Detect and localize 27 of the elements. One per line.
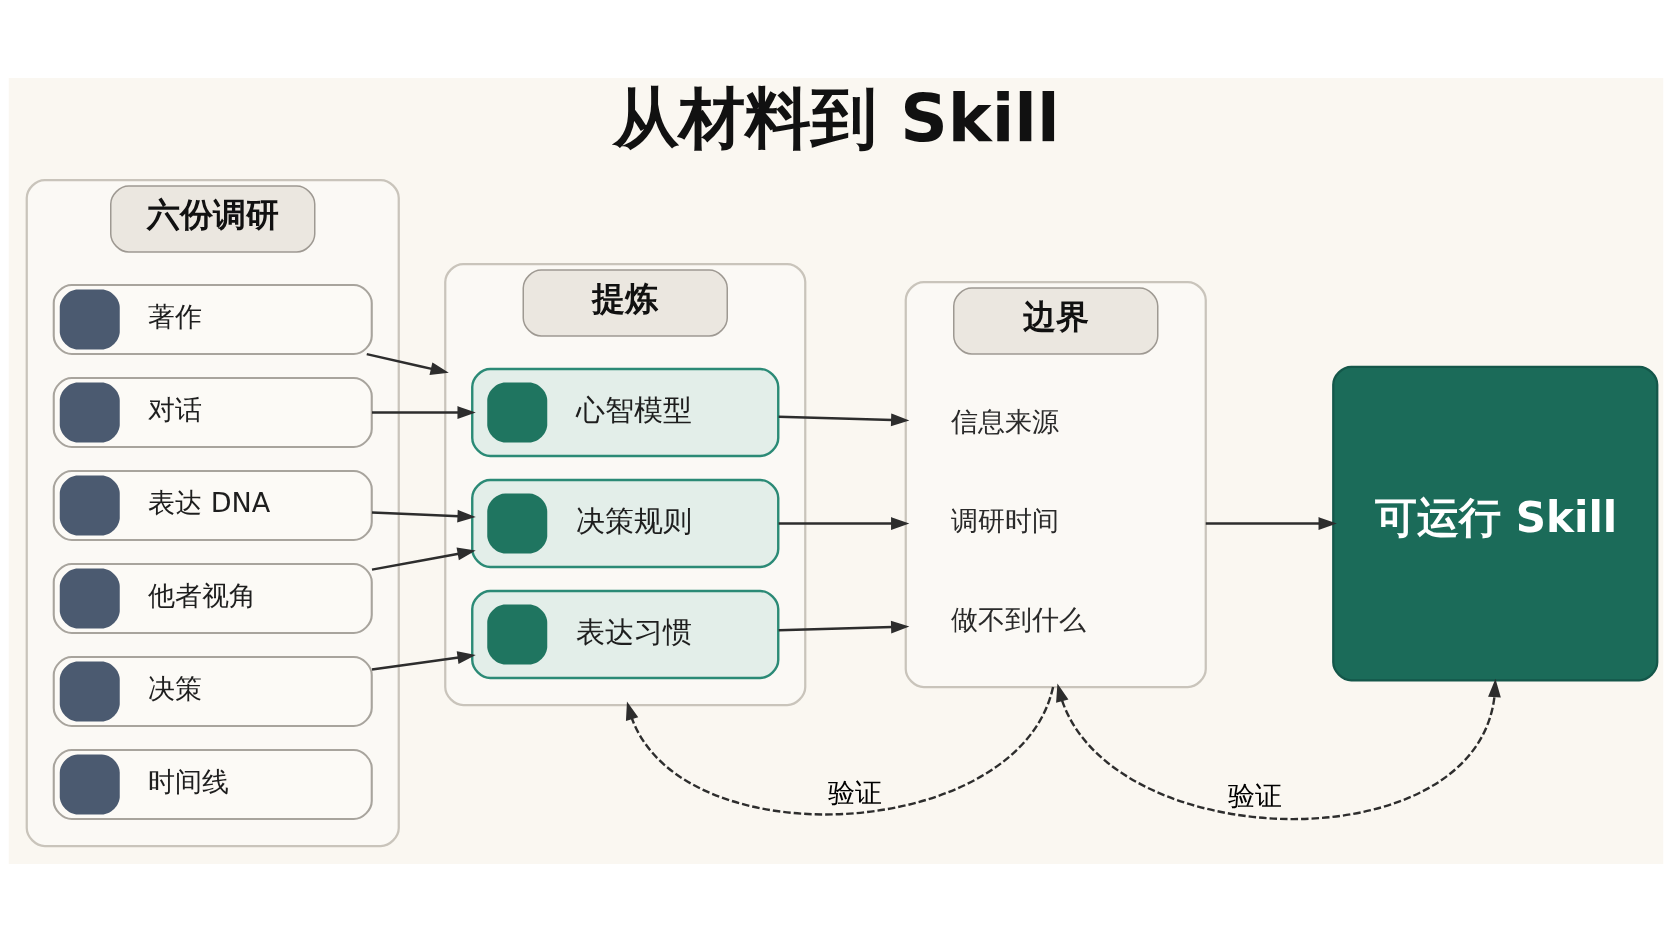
node-box: 表达习惯: [471, 589, 780, 679]
diagram-title: 从材料到 Skill: [613, 79, 1060, 157]
node-box: 决策: [52, 655, 373, 727]
arrow: [371, 650, 476, 671]
arrow: [371, 547, 476, 571]
arrow: [371, 509, 476, 523]
edge-label: 验证: [1228, 779, 1283, 811]
node-text: 信息来源: [950, 405, 1059, 437]
arrow: [625, 686, 1055, 815]
arrow: [778, 413, 910, 426]
node-box: 心智模型: [471, 367, 780, 457]
node-box: 他者视角: [52, 562, 373, 634]
edge-label: 验证: [827, 776, 882, 808]
arrow: [1205, 516, 1337, 530]
node-box: 时间线: [52, 748, 373, 820]
node-text: 做不到什么: [950, 603, 1086, 635]
node-box: 表达 DNA: [52, 469, 373, 541]
node-text: 调研时间: [950, 504, 1059, 536]
arrow: [778, 516, 910, 530]
node-box: 可运行 Skill: [1332, 365, 1659, 681]
node-box: 决策规则: [471, 478, 780, 568]
arrow: [372, 405, 476, 419]
node-box: 对话: [52, 376, 373, 448]
arrow: [1056, 678, 1501, 820]
arrow: [366, 352, 449, 375]
arrow: [778, 620, 910, 633]
node-box: 著作: [52, 283, 373, 355]
